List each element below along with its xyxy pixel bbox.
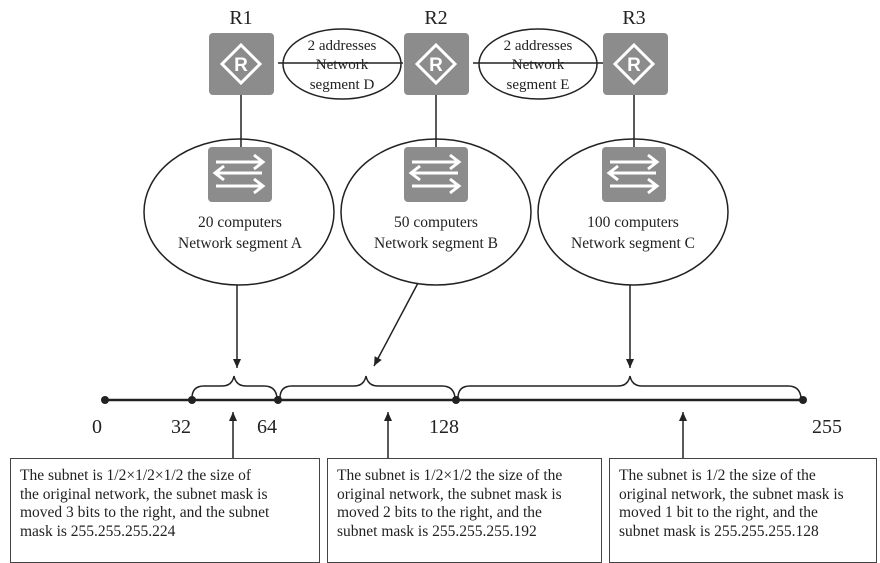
brace-b — [279, 375, 456, 399]
tick-label-0: 0 — [92, 416, 102, 438]
tick-dot-32 — [188, 396, 196, 404]
subnet-note-1: The subnet is 1/2×1/2×1/2 the size of th… — [10, 458, 320, 563]
segment-b: 50 computers Network segment B — [340, 138, 532, 286]
router-r3: R3 R — [603, 7, 668, 95]
tick-label-255: 255 — [812, 416, 842, 438]
svg-text:R: R — [429, 55, 443, 76]
router-r1: R1 R — [209, 7, 274, 95]
segment-c-name: Network segment C — [571, 235, 695, 252]
tick-label-32: 32 — [171, 416, 191, 438]
link-d-line2: Network — [316, 57, 369, 73]
segment-a: 20 computers Network segment A — [143, 138, 335, 286]
segment-c: 100 computers Network segment C — [537, 138, 729, 286]
brace-c — [457, 375, 802, 399]
svg-text:R: R — [627, 55, 641, 76]
router-icon: R — [404, 33, 469, 95]
note-2-line-4: subnet mask is 255.255.255.192 — [337, 522, 537, 540]
router-r2: R2 R — [404, 7, 469, 95]
segment-a-name: Network segment A — [178, 235, 303, 252]
router-icon: R — [603, 33, 668, 95]
link-e-line3: segment E — [507, 77, 570, 93]
note-2-line-3: moved 2 bits to the right, and the — [337, 504, 542, 521]
link-oval-e: 2 addresses Network segment E — [478, 28, 598, 100]
brace-a — [191, 375, 278, 399]
router-label-r3: R3 — [622, 7, 645, 29]
svg-text:R: R — [234, 55, 248, 76]
tick-label-64: 64 — [257, 416, 277, 438]
arrow-segment-b — [373, 282, 419, 367]
link-e-line1: 2 addresses — [504, 38, 573, 54]
switch-icon — [602, 147, 666, 202]
router-label-r1: R1 — [229, 7, 252, 29]
link-oval-d: 2 addresses Network segment D — [282, 28, 402, 100]
tick-label-128: 128 — [429, 416, 459, 438]
router-icon: R — [209, 33, 274, 95]
link-d-line3: segment D — [310, 77, 375, 93]
router-label-r2: R2 — [424, 7, 447, 29]
note-1-line-2: the original network, the subnet mask is — [20, 485, 268, 503]
note-2-line-2: original network, the subnet mask is — [337, 485, 562, 503]
subnet-note-3: The subnet is 1/2 the size of the origin… — [609, 458, 877, 563]
segment-b-name: Network segment B — [374, 235, 498, 252]
note-3-line-2: original network, the subnet mask is — [619, 485, 844, 503]
note-3-line-1: The subnet is 1/2 the size of the — [619, 467, 816, 484]
note-3-line-4: subnet mask is 255.255.255.128 — [619, 522, 819, 540]
note-1-line-1: The subnet is 1/2×1/2×1/2 the size of — [20, 467, 252, 484]
note-2-line-1: The subnet is 1/2×1/2 the size of the — [337, 467, 563, 484]
tick-dot-64 — [274, 396, 282, 404]
subnet-note-2: The subnet is 1/2×1/2 the size of the or… — [327, 458, 602, 563]
switch-icon — [404, 147, 468, 202]
note-1-line-4: mask is 255.255.255.224 — [20, 522, 176, 540]
segment-b-count: 50 computers — [394, 214, 478, 231]
tick-dot-255 — [799, 396, 807, 404]
tick-dot-0 — [101, 396, 109, 404]
segment-c-count: 100 computers — [587, 214, 679, 231]
note-3-line-3: moved 1 bit to the right, and the — [619, 504, 818, 521]
link-d-line1: 2 addresses — [308, 38, 377, 54]
switch-icon — [208, 147, 272, 202]
link-e-line2: Network — [512, 57, 565, 73]
tick-dot-128 — [452, 396, 460, 404]
segment-a-count: 20 computers — [198, 214, 282, 231]
note-1-line-3: moved 3 bits to the right, and the subne… — [20, 504, 270, 521]
